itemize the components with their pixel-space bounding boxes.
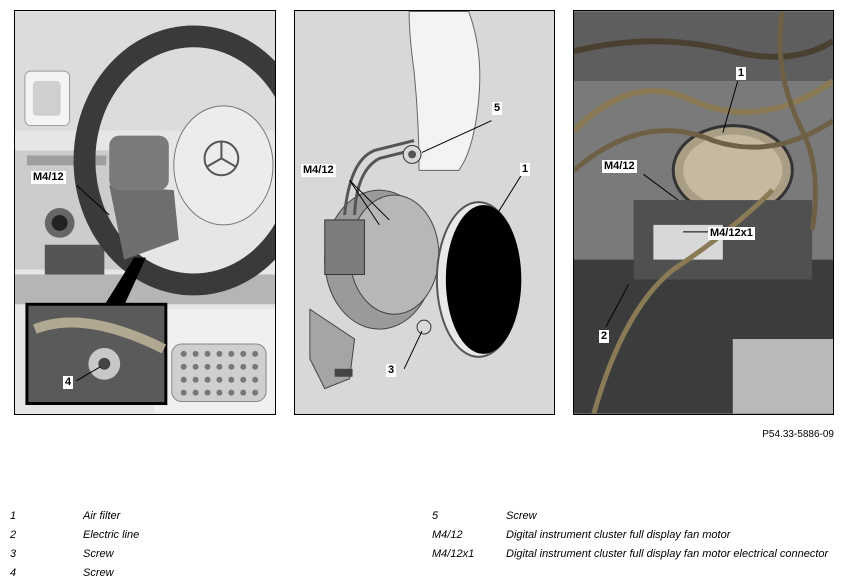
label-electric-line-2: 2 [599,330,610,343]
legend-description: Air filter [83,510,121,522]
label-screw-3: 3 [386,364,397,377]
label-m4-12: M4/12 [602,160,637,173]
legend-code: 4 [10,567,17,579]
label-air-filter-1: 1 [520,163,531,176]
label-m4-12: M4/12 [301,164,336,177]
label-m4-12: M4/12 [31,171,66,184]
label-m4-12x1: M4/12x1 [708,227,755,240]
label-screw-5: 5 [492,102,503,115]
legend-code: 2 [10,529,17,541]
fan-motor-illustration [295,11,554,414]
legend-code: M4/12 [432,529,463,541]
legend-code: M4/12x1 [432,548,475,560]
legend-description: Screw [83,548,114,560]
legend-code: 1 [10,510,17,522]
figure-id: P54.33-5886-09 [762,429,834,440]
legend-description: Screw [83,567,114,579]
legend-code: 3 [10,548,17,560]
installed-fan-illustration [574,11,833,414]
legend-description: Electric line [83,529,140,541]
component-fan-motor-panel: M4/12 5 1 3 [294,10,555,415]
steering-wheel-illustration [15,11,275,414]
label-air-filter-1: 1 [736,67,747,80]
legend-code: 5 [432,510,439,522]
photo-steering-wheel-panel: M4/12 4 [14,10,276,415]
legend-description: Screw [506,510,537,522]
label-screw-4: 4 [63,376,74,389]
legend-description: Digital instrument cluster full display … [506,548,829,560]
photo-installed-panel: 1 M4/12 M4/12x1 2 [573,10,834,415]
legend-description: Digital instrument cluster full display … [506,529,731,541]
